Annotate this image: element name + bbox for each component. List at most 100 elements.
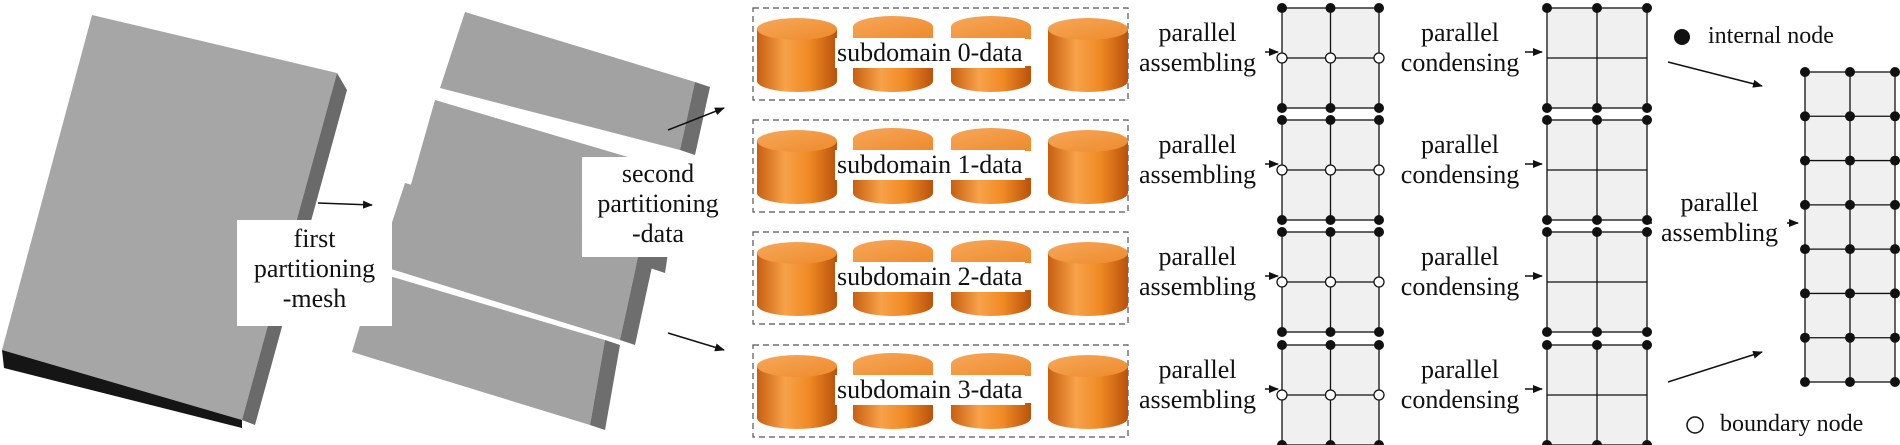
internal-node	[1845, 67, 1855, 77]
internal-node	[1325, 103, 1336, 113]
internal-node	[1642, 3, 1652, 13]
internal-node	[1800, 244, 1810, 255]
internal-node-legend: internal node	[1708, 23, 1834, 49]
internal-node	[1325, 440, 1336, 445]
data-cylinder	[1048, 355, 1128, 429]
internal-node	[1592, 227, 1602, 237]
mesh-block-bottom	[2, 350, 242, 428]
data-cylinder-split	[853, 16, 933, 92]
node-grid	[1276, 227, 1385, 337]
data-cylinder-split	[951, 16, 1031, 92]
node-grids	[1276, 3, 1652, 445]
boundary-node	[1324, 276, 1337, 288]
internal-node	[1800, 288, 1810, 299]
second-arrow-up	[667, 107, 725, 131]
internal-node	[1592, 327, 1602, 337]
node-grid	[1276, 115, 1385, 225]
internal-node	[1542, 440, 1552, 445]
subdomain-row	[752, 344, 1129, 438]
boundary-node	[1276, 389, 1288, 401]
internal-node	[1325, 3, 1336, 13]
internal-node	[1542, 115, 1552, 125]
internal-node	[1277, 227, 1287, 237]
internal-node	[1542, 215, 1552, 225]
node-grid	[1276, 3, 1385, 113]
internal-node	[1592, 440, 1602, 445]
internal-node	[1800, 111, 1810, 122]
boundary-node	[1373, 52, 1385, 64]
internal-node	[1374, 103, 1384, 113]
internal-node	[1642, 215, 1652, 225]
data-cylinder	[1048, 242, 1128, 316]
internal-node	[1374, 3, 1384, 13]
internal-node	[1542, 227, 1552, 237]
internal-node	[1325, 340, 1336, 350]
subdomain-label: subdomain 3-data	[835, 375, 1025, 405]
data-cylinder	[757, 18, 837, 92]
internal-node	[1374, 327, 1384, 337]
first-partitioning-label: first partitioning -mesh	[237, 220, 392, 326]
internal-node	[1800, 377, 1810, 387]
data-cylinder-split	[853, 240, 933, 316]
internal-node	[1800, 67, 1810, 77]
data-cylinder-split	[951, 128, 1031, 204]
internal-node	[1374, 440, 1384, 445]
internal-node	[1277, 215, 1287, 225]
subdomain-row	[752, 7, 1129, 101]
internal-node	[1592, 3, 1602, 13]
node-grid	[1542, 3, 1652, 113]
boundary-node	[1276, 276, 1288, 288]
boundary-node	[1324, 389, 1337, 401]
internal-node	[1800, 155, 1810, 166]
internal-node	[1890, 199, 1900, 210]
node-grid	[1542, 227, 1652, 337]
internal-node-legend-icon	[1674, 29, 1690, 45]
internal-node	[1845, 155, 1855, 166]
internal-node	[1374, 115, 1384, 125]
internal-node	[1800, 332, 1810, 343]
boundary-node	[1373, 389, 1385, 401]
boundary-node	[1373, 276, 1385, 288]
internal-node	[1845, 377, 1855, 387]
internal-node	[1642, 340, 1652, 350]
internal-node	[1592, 103, 1602, 113]
internal-node	[1845, 199, 1855, 210]
internal-node	[1542, 3, 1552, 13]
boundary-node	[1276, 164, 1288, 176]
internal-node	[1325, 227, 1336, 237]
first-arrow	[317, 200, 373, 209]
subdomain-row	[752, 119, 1129, 213]
boundary-node-legend-icon	[1686, 416, 1704, 434]
data-cylinder-split	[951, 353, 1031, 429]
final-arrow-top	[1667, 61, 1763, 88]
internal-node	[1542, 103, 1552, 113]
subdomain-rows	[752, 7, 1543, 438]
mesh-block-top	[2, 15, 337, 420]
subdomain-label: subdomain 2-data	[835, 262, 1025, 292]
boundary-node	[1324, 164, 1337, 176]
final-grid	[1800, 67, 1900, 387]
internal-node	[1542, 340, 1552, 350]
data-cylinder-split	[853, 128, 933, 204]
second-arrow-down	[667, 332, 725, 352]
internal-node	[1277, 340, 1287, 350]
internal-node	[1642, 103, 1652, 113]
data-cylinder	[1048, 18, 1128, 92]
internal-node	[1325, 215, 1336, 225]
boundary-node	[1324, 52, 1337, 64]
internal-node	[1642, 227, 1652, 237]
internal-node	[1592, 215, 1602, 225]
slab-3	[352, 272, 620, 430]
subdomain-label: subdomain 1-data	[835, 150, 1025, 180]
data-cylinder-split	[951, 240, 1031, 316]
internal-node	[1845, 111, 1855, 122]
internal-node	[1277, 440, 1287, 445]
internal-node	[1325, 327, 1336, 337]
internal-node	[1374, 340, 1384, 350]
